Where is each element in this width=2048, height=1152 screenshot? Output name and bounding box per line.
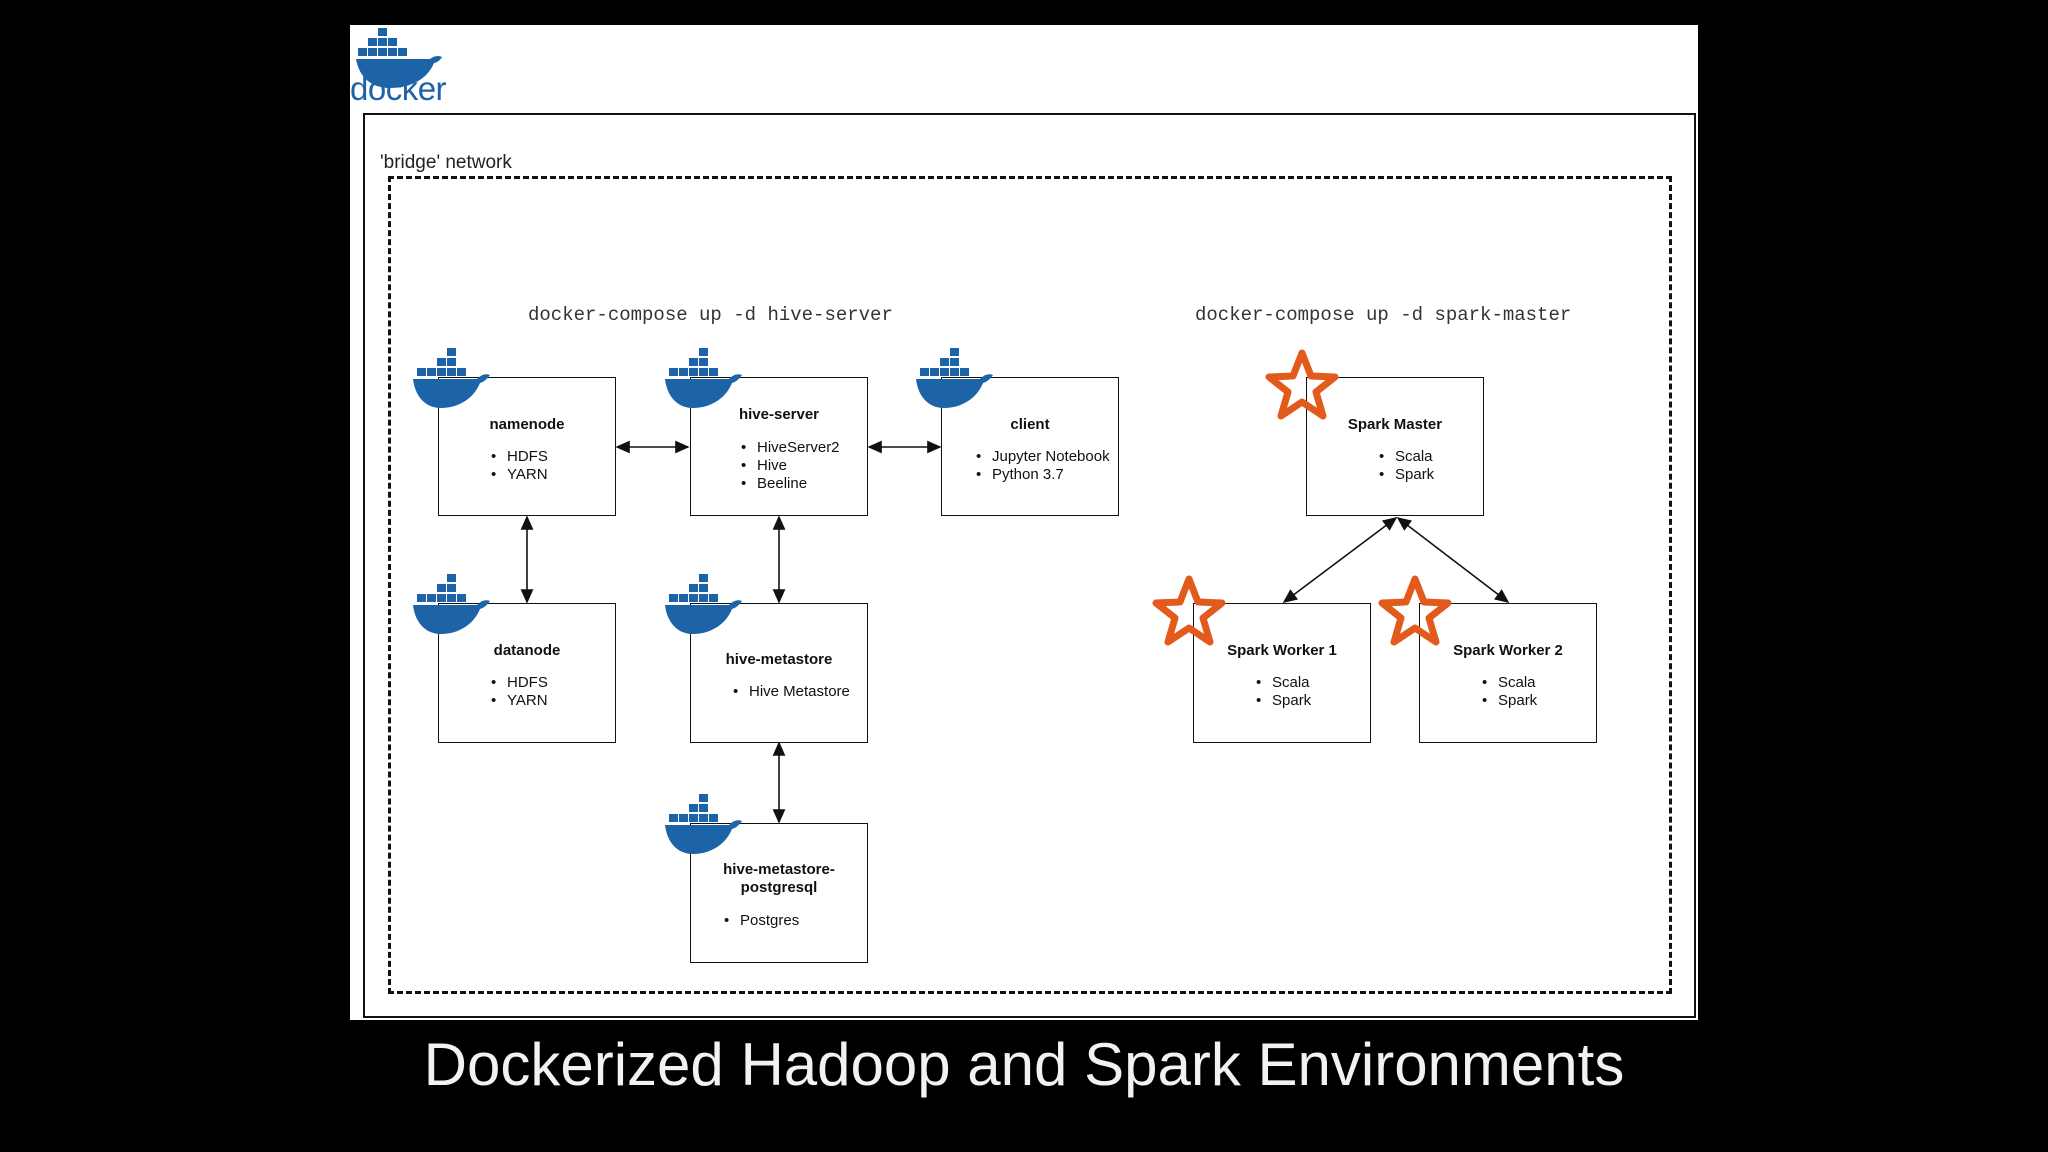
node-title-line2: postgresql: [740, 879, 818, 896]
compose-command-hive: docker-compose up -d hive-server: [528, 304, 893, 326]
list-item: Scala: [1256, 674, 1311, 692]
list-item: Jupyter Notebook: [976, 448, 1110, 466]
node-client: client Jupyter Notebook Python 3.7: [941, 377, 1119, 516]
node-namenode: namenode HDFS YARN: [438, 377, 616, 516]
edge-master-worker2: [1396, 517, 1510, 603]
node-hive-metastore: hive-metastore Hive Metastore: [690, 603, 868, 743]
edge-master-worker1: [1282, 517, 1398, 603]
node-title: datanode: [493, 642, 561, 659]
node-datanode: datanode HDFS YARN: [438, 603, 616, 743]
node-items: Scala Spark: [1256, 674, 1311, 710]
node-hive-metastore-postgresql: hive-metastore- postgresql Postgres: [690, 823, 868, 963]
node-items: Hive Metastore: [733, 683, 850, 701]
bridge-network-box: [388, 176, 1672, 994]
node-title: namenode: [489, 416, 565, 433]
docker-host-frame: [363, 113, 1696, 1018]
bridge-network-label: 'bridge' network: [380, 152, 512, 173]
list-item: Scala: [1482, 674, 1537, 692]
slide-caption: Dockerized Hadoop and Spark Environments: [423, 1031, 1625, 1098]
list-item: Spark: [1256, 692, 1311, 710]
list-item: Beeline: [741, 475, 840, 493]
node-spark-worker-1: Spark Worker 1 Scala Spark: [1193, 603, 1371, 743]
node-items: HiveServer2 Hive Beeline: [741, 439, 840, 493]
docker-logo-text: docker: [350, 70, 447, 107]
list-item: HDFS: [491, 448, 548, 466]
list-item: Postgres: [724, 912, 799, 930]
list-item: Scala: [1379, 448, 1434, 466]
list-item: YARN: [491, 466, 548, 484]
list-item: Hive Metastore: [733, 683, 850, 701]
node-spark-worker-2: Spark Worker 2 Scala Spark: [1419, 603, 1597, 743]
node-title: hive-metastore: [725, 651, 833, 668]
list-item: Hive: [741, 457, 840, 475]
list-item: HDFS: [491, 674, 548, 692]
node-title: Spark Worker 1: [1227, 642, 1337, 659]
node-spark-master: Spark Master Scala Spark: [1306, 377, 1484, 516]
node-title: hive-server: [738, 406, 820, 423]
node-items: Scala Spark: [1482, 674, 1537, 710]
list-item: Spark: [1379, 466, 1434, 484]
node-title: Spark Master: [1347, 416, 1443, 433]
node-items: Jupyter Notebook Python 3.7: [976, 448, 1110, 484]
list-item: Spark: [1482, 692, 1537, 710]
node-title-line1: hive-metastore-: [723, 861, 835, 878]
node-title: Spark Worker 2: [1453, 642, 1563, 659]
list-item: Python 3.7: [976, 466, 1110, 484]
compose-command-spark: docker-compose up -d spark-master: [1195, 304, 1572, 326]
node-items: HDFS YARN: [491, 674, 548, 710]
node-items: Scala Spark: [1379, 448, 1434, 484]
node-items: Postgres: [724, 912, 799, 930]
node-title: client: [1010, 416, 1050, 433]
node-items: HDFS YARN: [491, 448, 548, 484]
node-hive-server: hive-server HiveServer2 Hive Beeline: [690, 377, 868, 516]
list-item: YARN: [491, 692, 548, 710]
list-item: HiveServer2: [741, 439, 840, 457]
